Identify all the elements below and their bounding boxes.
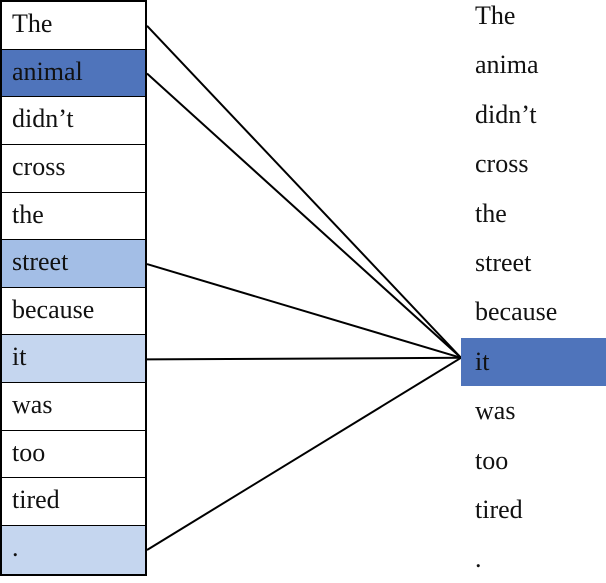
- target-token: .: [475, 544, 482, 574]
- target-token: it: [461, 337, 606, 386]
- source-token: didn’t: [2, 97, 145, 145]
- target-token: because: [475, 297, 558, 327]
- attention-line: [146, 72, 462, 359]
- source-token: street: [2, 240, 145, 288]
- source-token: it: [2, 335, 145, 384]
- target-token: tired: [475, 495, 523, 524]
- target-token: anima: [475, 50, 539, 80]
- target-token: The: [475, 1, 516, 30]
- attention-line: [146, 356, 462, 551]
- attention-line: [146, 356, 462, 361]
- attention-line: [146, 25, 462, 359]
- source-token: The: [2, 2, 145, 50]
- source-token: too: [2, 431, 145, 479]
- source-token: .: [2, 526, 145, 574]
- source-token: the: [2, 193, 145, 241]
- source-token: because: [2, 288, 145, 336]
- source-token: tired: [2, 478, 145, 527]
- source-token: was: [2, 383, 145, 431]
- target-token: was: [475, 396, 516, 426]
- target-token: cross: [475, 149, 529, 179]
- target-token: too: [475, 445, 509, 475]
- attention-line: [146, 263, 462, 359]
- source-token: animal: [2, 49, 145, 98]
- target-token: the: [475, 198, 507, 228]
- source-token: cross: [2, 145, 145, 193]
- target-token: street: [475, 248, 532, 277]
- target-token: didn’t: [475, 99, 537, 129]
